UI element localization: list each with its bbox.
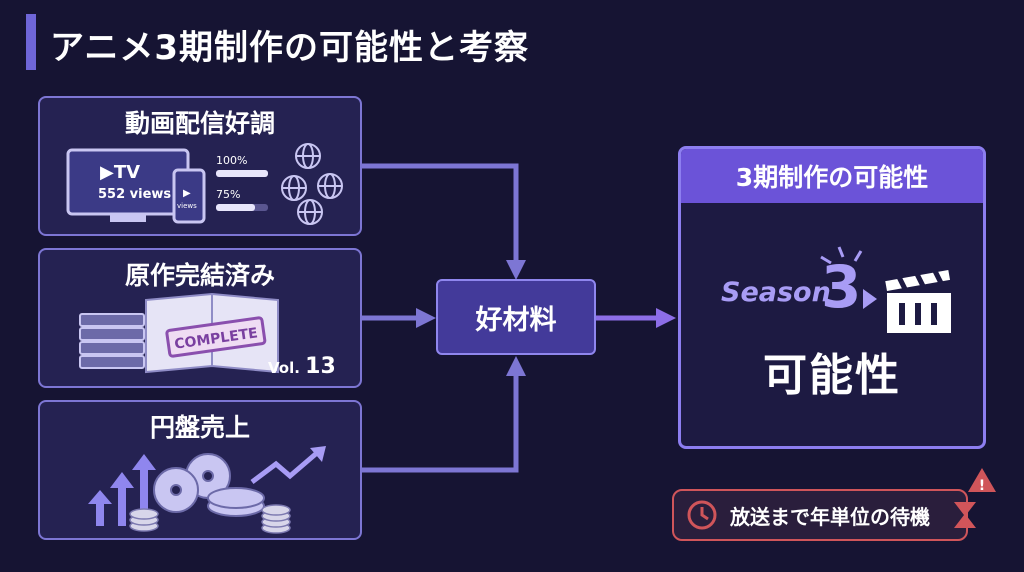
volume-prefix: Vol. <box>268 359 300 377</box>
sparkle-icon <box>820 246 863 265</box>
tv-views: 552 views <box>98 187 171 202</box>
season-number: 3 <box>821 253 862 321</box>
volume-number: 13 <box>305 354 336 379</box>
globe-icon <box>281 143 343 225</box>
coin-stack-icon <box>129 504 291 534</box>
arrow-disc <box>362 356 526 473</box>
result-main-label: 可能性 <box>763 350 901 401</box>
result-panel: 3期制作の可能性 Season 3 可能性 <box>678 146 986 449</box>
book-stack-icon <box>79 313 145 369</box>
factor-streaming-title: 動画配信好調 <box>124 109 275 138</box>
phone-label: views <box>177 202 197 210</box>
streaming-illustration: ▶TV 552 views ▶ views 100% 75% <box>66 143 343 225</box>
bar2-label: 75% <box>216 188 240 201</box>
season-graphics <box>820 246 951 333</box>
factor-streaming-panel: 動画配信好調 ▶TV 552 views ▶ views 100% 75% <box>38 96 362 236</box>
play-arrow-icon <box>863 289 877 309</box>
factor-source-panel: 原作完結済み COMPLETE Vol. 13 <box>38 248 362 388</box>
bar1-fill <box>216 170 268 177</box>
disc-illustration <box>88 446 326 534</box>
phone-icon <box>172 168 206 224</box>
volume-label: Vol. 13 <box>268 354 336 379</box>
arrow-streaming <box>362 163 526 280</box>
title-accent-bar <box>26 14 36 70</box>
hub-good-factors: 好材料 <box>436 279 596 355</box>
bar2-fill <box>216 204 255 211</box>
factor-disc-title: 円盤売上 <box>149 413 250 442</box>
page-title: アニメ3期制作の可能性と考察 <box>50 28 529 68</box>
factor-disc-panel: 円盤売上 <box>38 400 362 540</box>
trend-up-icon <box>250 450 320 484</box>
season-word: Season <box>721 277 831 308</box>
result-header: 3期制作の可能性 <box>681 149 983 203</box>
caution-label: 放送まで年単位の待機 <box>730 504 930 529</box>
up-arrows-icon <box>88 454 156 526</box>
tv-label: ▶TV <box>100 162 140 183</box>
source-illustration: COMPLETE <box>79 292 279 374</box>
factor-source-title: 原作完結済み <box>124 261 275 290</box>
disc-icon <box>153 453 265 517</box>
phone-play-icon: ▶ <box>183 188 191 199</box>
bar1-label: 100% <box>216 154 247 167</box>
caution-wait-box: 放送まで年単位の待機 <box>672 489 968 541</box>
clapperboard-icon <box>885 269 951 333</box>
complete-stamp: COMPLETE <box>165 316 267 358</box>
